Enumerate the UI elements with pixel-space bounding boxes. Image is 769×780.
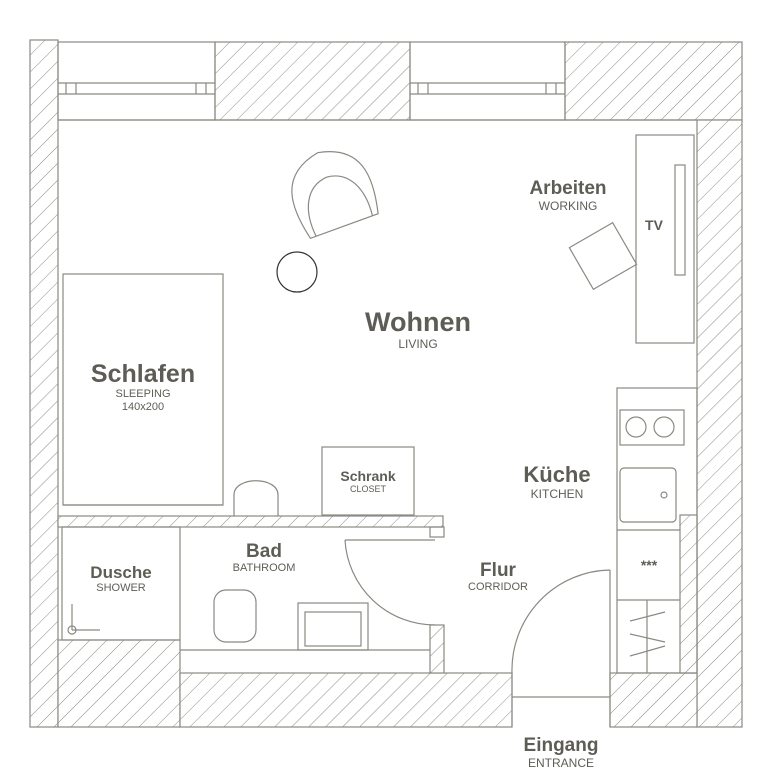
- room-name: Küche: [523, 462, 591, 487]
- room-sub: BATHROOM: [232, 562, 296, 574]
- wall-kitchen-right: [679, 514, 698, 674]
- wall-bath-right: [429, 624, 445, 674]
- toilet-living: [233, 480, 279, 516]
- bathroom-door[interactable]: [344, 539, 436, 626]
- closet: [321, 446, 415, 516]
- wall-top-middle: [214, 41, 411, 121]
- oven-symbol: ***: [640, 557, 658, 573]
- wall-left: [29, 39, 59, 728]
- window-left: [57, 41, 216, 121]
- wall-bottom-mid: [179, 672, 513, 728]
- wall-right: [696, 119, 743, 728]
- room-sleeping: Schlafen SLEEPING 140x200: [91, 362, 195, 413]
- wall-bath-top: [57, 515, 444, 528]
- room-corridor: Flur CORRIDOR: [468, 561, 528, 593]
- window-right: [409, 41, 566, 121]
- room-working: Arbeiten WORKING: [529, 179, 606, 212]
- room-name: Wohnen: [365, 307, 471, 337]
- room-sub: WORKING: [538, 199, 598, 213]
- room-sub: SLEEPING: [115, 388, 171, 400]
- entrance-door[interactable]: [511, 569, 611, 674]
- wall-bottom-right: [609, 672, 698, 728]
- cooktop: [619, 409, 685, 446]
- room-name: Dusche: [90, 563, 152, 582]
- toilet: [213, 589, 257, 643]
- sink: [619, 467, 677, 523]
- shower: [61, 526, 181, 641]
- room-name: Schrank: [340, 468, 396, 484]
- bed-size: 140x200: [121, 401, 165, 413]
- room-bathroom: Bad BATHROOM: [233, 542, 296, 574]
- room-entrance: Eingang ENTRANCE: [524, 736, 599, 769]
- room-sub: SHOWER: [96, 582, 146, 594]
- room-name: Bad: [246, 541, 282, 562]
- wall-bottom-left: [57, 639, 181, 728]
- room-name: Flur: [480, 560, 516, 581]
- tv-unit: [674, 164, 686, 276]
- room-sub: KITCHEN: [530, 487, 584, 501]
- office-chair: [568, 221, 638, 291]
- room-kitchen: Küche KITCHEN: [523, 462, 591, 501]
- room-sub: LIVING: [398, 337, 438, 351]
- room-name: Schlafen: [90, 360, 196, 388]
- armchair: [291, 151, 379, 240]
- washbasin: [297, 602, 369, 651]
- tv-label: TV: [645, 217, 663, 233]
- wall-top-right: [564, 41, 743, 121]
- side-table: [276, 251, 318, 293]
- room-shower: Dusche SHOWER: [90, 564, 151, 594]
- room-closet: Schrank CLOSET: [340, 469, 395, 494]
- room-living: Wohnen LIVING: [365, 307, 471, 351]
- room-sub: CORRIDOR: [468, 581, 528, 593]
- desk: [635, 134, 695, 344]
- room-sub: CLOSET: [349, 484, 386, 494]
- room-name: Arbeiten: [529, 178, 607, 199]
- room-sub: ENTRANCE: [527, 756, 595, 770]
- room-name: Eingang: [523, 735, 599, 756]
